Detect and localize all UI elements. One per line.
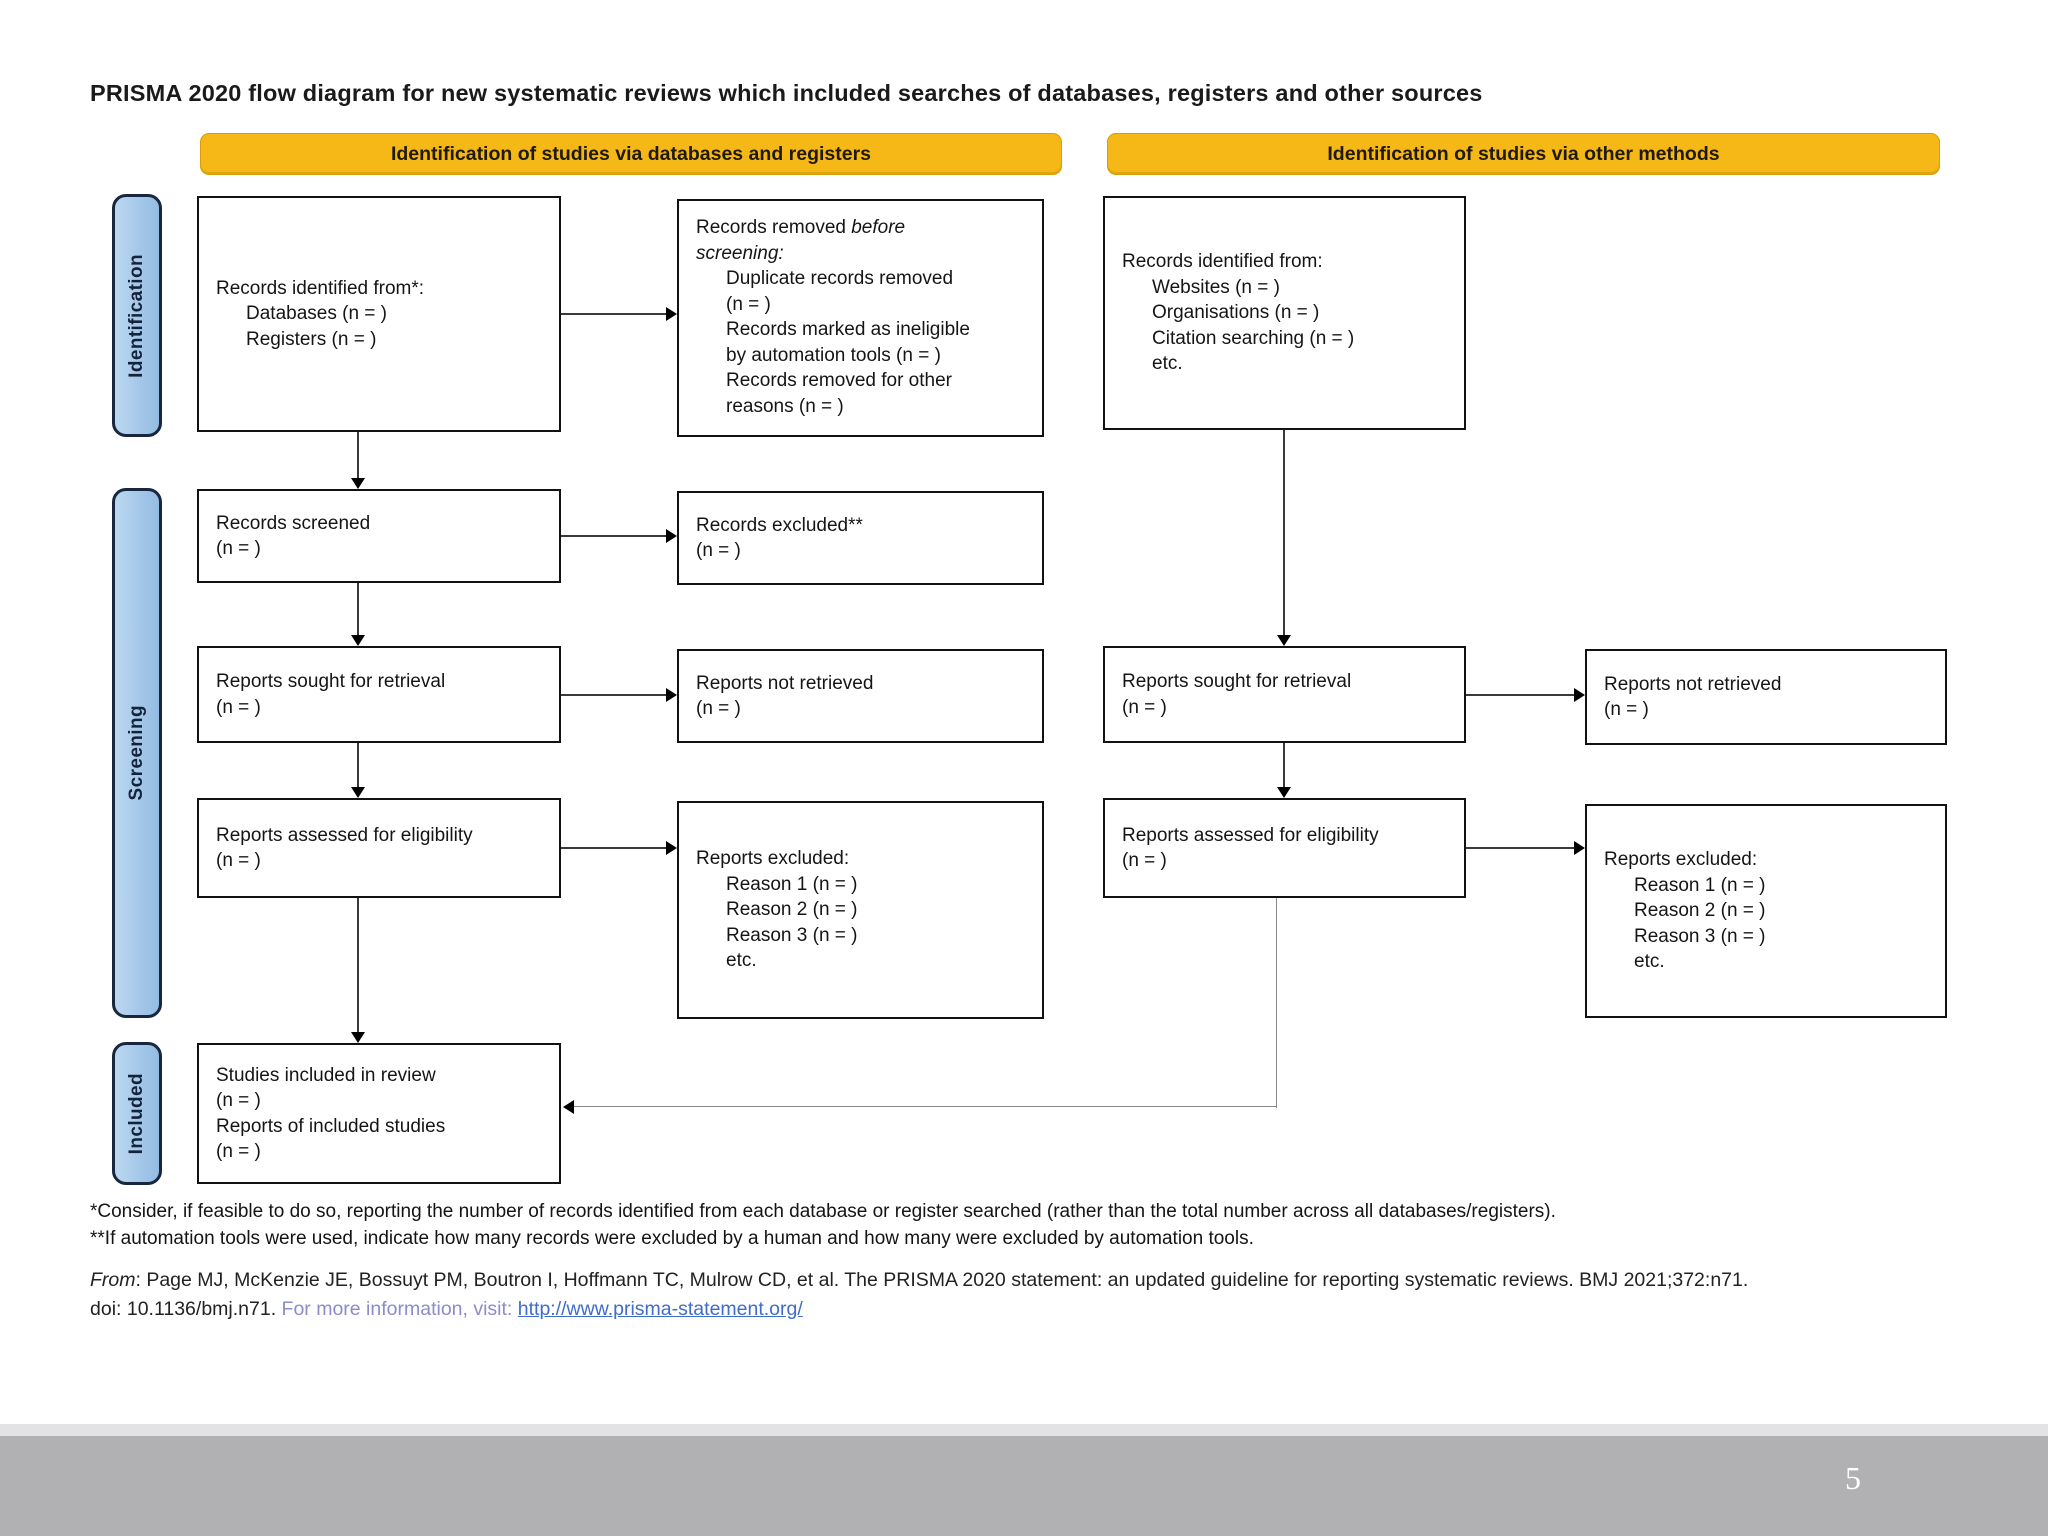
connector-other-assessed-down bbox=[1276, 898, 1277, 1108]
box-line: (n = ) bbox=[1122, 696, 1167, 718]
arrow-screened-to-excluded bbox=[561, 529, 677, 543]
footer-divider bbox=[0, 1424, 2048, 1436]
box-reports-assessed-other: Reports assessed for eligibility (n = ) bbox=[1103, 798, 1466, 898]
box-line: Reason 3 (n = ) bbox=[1634, 925, 1766, 947]
box-line: etc. bbox=[1152, 353, 1183, 375]
page-number: 5 bbox=[1845, 1460, 1861, 1496]
prisma-statement-link[interactable]: http://www.prisma-statement.org/ bbox=[517, 1298, 803, 1320]
box-line: Records identified from*: bbox=[216, 277, 425, 299]
arrow-screened-to-sought bbox=[351, 583, 365, 646]
box-line: (n = ) bbox=[696, 540, 741, 561]
arrow-other-identified-to-sought bbox=[1277, 430, 1291, 646]
box-line: Reports sought for retrieval bbox=[216, 671, 446, 692]
banner-label: Identification of studies via other meth… bbox=[1327, 142, 1720, 165]
box-line: (n = ) bbox=[216, 1090, 261, 1111]
arrow-assessed-to-excluded bbox=[561, 841, 677, 855]
box-line: (n = ) bbox=[1122, 850, 1167, 871]
box-line: Reports assessed for eligibility bbox=[1122, 824, 1379, 846]
box-line: (n = ) bbox=[216, 850, 261, 871]
box-line: Reports not retrieved bbox=[696, 672, 874, 694]
box-line: (n = ) bbox=[1604, 699, 1649, 720]
box-line: by automation tools (n = ) bbox=[726, 344, 941, 366]
box-line: Reason 1 (n = ) bbox=[726, 873, 858, 895]
arrow-other-assessed-to-included bbox=[563, 1100, 1277, 1114]
box-line: (n = ) bbox=[696, 698, 741, 719]
stage-label-text: Included bbox=[126, 1072, 147, 1155]
box-line: Databases (n = ) bbox=[246, 303, 387, 325]
stage-label-identification: Identification bbox=[112, 194, 162, 437]
box-line: Citation searching (n = ) bbox=[1152, 327, 1355, 349]
citation-line-2: doi: 10.1136/bmj.n71. For more informati… bbox=[90, 1298, 803, 1320]
box-line: Reports assessed for eligibility bbox=[216, 824, 473, 846]
footnote-double-asterisk: **If automation tools were used, indicat… bbox=[90, 1228, 1254, 1249]
stage-label-text: Identification bbox=[126, 253, 147, 378]
arrow-other-sought-to-assessed bbox=[1277, 743, 1291, 798]
arrow-identified-to-screened bbox=[351, 432, 365, 489]
box-line: Reports of included studies bbox=[216, 1115, 446, 1137]
arrow-sought-to-notretrieved bbox=[561, 688, 677, 702]
banner-other-methods: Identification of studies via other meth… bbox=[1107, 133, 1940, 175]
box-line: Records screened bbox=[216, 512, 371, 534]
box-reports-not-retrieved-other: Reports not retrieved (n = ) bbox=[1585, 649, 1947, 745]
footnote-asterisk: *Consider, if feasible to do so, reporti… bbox=[90, 1201, 1556, 1222]
box-reports-not-retrieved-databases: Reports not retrieved (n = ) bbox=[677, 649, 1044, 743]
box-line: Reports excluded: bbox=[696, 848, 850, 870]
arrow-sought-to-assessed bbox=[351, 743, 365, 798]
box-line: Reason 2 (n = ) bbox=[726, 899, 858, 921]
box-reports-excluded-databases: Reports excluded: Reason 1 (n = ) Reason… bbox=[677, 801, 1044, 1019]
citation: From: Page MJ, McKenzie JE, Bossuyt PM, … bbox=[90, 1266, 1990, 1324]
page-title: PRISMA 2020 flow diagram for new systema… bbox=[90, 80, 1483, 106]
box-line: Reason 3 (n = ) bbox=[726, 924, 858, 946]
banner-databases-registers: Identification of studies via databases … bbox=[200, 133, 1062, 175]
arrow-other-sought-to-notretrieved bbox=[1466, 688, 1585, 702]
box-line: Reason 2 (n = ) bbox=[1634, 900, 1766, 922]
stage-label-screening: Screening bbox=[112, 488, 162, 1018]
box-line: Records excluded** bbox=[696, 514, 863, 536]
box-records-excluded: Records excluded** (n = ) bbox=[677, 491, 1044, 585]
box-line: Reports sought for retrieval bbox=[1122, 671, 1352, 692]
stage-label-included: Included bbox=[112, 1042, 162, 1185]
arrow-other-assessed-to-excluded bbox=[1466, 841, 1585, 855]
box-line: etc. bbox=[1634, 951, 1665, 973]
box-studies-included: Studies included in review (n = ) Report… bbox=[197, 1043, 561, 1184]
box-line: reasons (n = ) bbox=[726, 395, 844, 417]
box-line: Organisations (n = ) bbox=[1152, 302, 1320, 324]
arrow-identified-to-removed bbox=[561, 307, 677, 321]
box-line: (n = ) bbox=[216, 1141, 261, 1162]
citation-line-1: From: Page MJ, McKenzie JE, Bossuyt PM, … bbox=[90, 1269, 1749, 1291]
footer-bar bbox=[0, 1436, 2048, 1536]
box-reports-sought-databases: Reports sought for retrieval (n = ) bbox=[197, 646, 561, 743]
box-line: (n = ) bbox=[216, 696, 261, 718]
box-line: Records removed for other bbox=[726, 370, 952, 391]
box-line: Reports excluded: bbox=[1604, 849, 1758, 871]
stage-label-text: Screening bbox=[126, 705, 147, 801]
box-line: Records identified from: bbox=[1122, 251, 1323, 273]
box-line: Reports not retrieved bbox=[1604, 673, 1782, 695]
box-reports-assessed-databases: Reports assessed for eligibility (n = ) bbox=[197, 798, 561, 898]
box-line: Websites (n = ) bbox=[1152, 276, 1280, 298]
box-line: Duplicate records removed bbox=[726, 268, 954, 289]
footnotes: *Consider, if feasible to do so, reporti… bbox=[90, 1198, 1556, 1252]
box-reports-excluded-other: Reports excluded: Reason 1 (n = ) Reason… bbox=[1585, 804, 1947, 1018]
box-line: Registers (n = ) bbox=[246, 328, 377, 350]
box-line: (n = ) bbox=[216, 538, 261, 559]
box-records-identified-other: Records identified from: Websites (n = )… bbox=[1103, 196, 1466, 430]
box-records-identified-databases: Records identified from*: Databases (n =… bbox=[197, 196, 561, 432]
box-line: etc. bbox=[726, 950, 757, 972]
arrow-assessed-to-included bbox=[351, 898, 365, 1043]
box-reports-sought-other: Reports sought for retrieval (n = ) bbox=[1103, 646, 1466, 743]
box-line: (n = ) bbox=[726, 293, 771, 315]
box-records-screened: Records screened (n = ) bbox=[197, 489, 561, 583]
banner-label: Identification of studies via databases … bbox=[390, 142, 872, 165]
box-line: Studies included in review bbox=[216, 1064, 436, 1086]
box-line: Reason 1 (n = ) bbox=[1634, 874, 1766, 896]
box-line: Records marked as ineligible bbox=[726, 319, 970, 340]
